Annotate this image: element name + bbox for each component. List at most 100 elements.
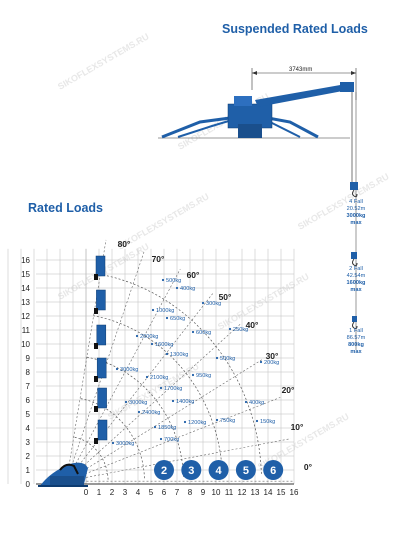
angle-label: 60° bbox=[187, 270, 200, 280]
boom-joint bbox=[94, 376, 98, 382]
boom-sections bbox=[94, 255, 108, 444]
svg-text:20.52m: 20.52m bbox=[347, 206, 366, 212]
x-tick-label: 3 bbox=[123, 488, 128, 497]
load-point bbox=[115, 367, 119, 371]
svg-text:1 Fall: 1 Fall bbox=[349, 328, 363, 334]
load-point bbox=[215, 356, 219, 360]
boom-joint bbox=[94, 343, 98, 349]
y-tick-label: 16 bbox=[21, 256, 30, 265]
boom-section-circle bbox=[263, 460, 284, 480]
x-tick-label: 13 bbox=[251, 488, 260, 497]
y-tick-label: 9 bbox=[26, 354, 31, 363]
x-tick-label: 6 bbox=[162, 488, 167, 497]
y-tick-label: 11 bbox=[22, 326, 31, 335]
boom-joint bbox=[94, 308, 98, 314]
load-point bbox=[215, 418, 219, 422]
boom-section-circle bbox=[235, 460, 256, 480]
angle-labels: 80°70°60°50°40°30°20°10°0° bbox=[118, 239, 313, 472]
angle-ray bbox=[66, 293, 213, 482]
y-tick-label: 13 bbox=[21, 298, 30, 307]
load-label: 600kg bbox=[196, 330, 211, 336]
load-point bbox=[159, 386, 163, 390]
y-tick-label: 8 bbox=[26, 368, 31, 377]
load-point bbox=[135, 334, 139, 338]
x-tick-label: 8 bbox=[188, 488, 193, 497]
y-tick-label: 6 bbox=[26, 396, 31, 405]
load-label: 650kg bbox=[170, 316, 185, 322]
boom-section bbox=[95, 255, 106, 277]
load-point bbox=[161, 278, 165, 282]
boom-section-circle bbox=[181, 460, 202, 480]
load-point bbox=[145, 375, 149, 379]
reach-dimension-label: 3743mm bbox=[289, 67, 312, 73]
load-label: 150kg bbox=[260, 419, 275, 425]
load-label: 3000kg bbox=[120, 367, 138, 373]
angle-label: 0° bbox=[304, 462, 313, 472]
x-tick-label: 4 bbox=[136, 488, 141, 497]
watermark-text: SIKOFLEXSYSTEMS.RU bbox=[56, 31, 151, 91]
load-label: 3000kg bbox=[129, 400, 147, 406]
load-point bbox=[151, 308, 155, 312]
load-label: 300kg bbox=[206, 301, 221, 307]
svg-text:800kg: 800kg bbox=[348, 342, 364, 348]
load-label: 2000kg bbox=[140, 334, 158, 340]
load-point bbox=[165, 316, 169, 320]
load-label: 1700kg bbox=[164, 386, 182, 392]
load-label: 1200kg bbox=[188, 420, 206, 426]
radius-arcs bbox=[73, 274, 262, 480]
rated-loads-title: Rated Loads bbox=[28, 201, 103, 215]
load-point bbox=[183, 420, 187, 424]
fall-label-4: 4 Fall 20.52m 3000kg max bbox=[347, 199, 367, 226]
boom-section bbox=[97, 387, 107, 409]
load-point bbox=[171, 399, 175, 403]
load-label: 400kg bbox=[249, 400, 264, 406]
load-point bbox=[150, 342, 154, 346]
load-point bbox=[153, 425, 157, 429]
y-tick-label: 1 bbox=[26, 466, 31, 475]
load-point bbox=[191, 330, 195, 334]
load-label: 1000kg bbox=[156, 308, 174, 314]
x-tick-label: 1 bbox=[97, 488, 102, 497]
watermark-text: SIKOFLEXSYSTEMS.RU bbox=[296, 171, 391, 231]
load-label: 1600kg bbox=[155, 342, 173, 348]
y-tick-label: 0 bbox=[26, 480, 31, 489]
load-point bbox=[137, 410, 141, 414]
svg-text:max: max bbox=[350, 287, 362, 293]
load-label: 500kg bbox=[166, 278, 181, 284]
load-label: 500kg bbox=[220, 356, 235, 362]
load-label: 250kg bbox=[233, 327, 248, 333]
load-point bbox=[244, 400, 248, 404]
svg-text:max: max bbox=[350, 349, 362, 355]
boom-joint bbox=[94, 274, 98, 280]
y-tick-label: 7 bbox=[26, 382, 31, 391]
svg-text:1600kg: 1600kg bbox=[347, 280, 367, 286]
fall-label-1: 1 Fall 86.57m 800kg max bbox=[347, 328, 366, 355]
svg-text:86.57m: 86.57m bbox=[347, 335, 366, 341]
angle-label: 40° bbox=[246, 320, 259, 330]
load-label: 1400kg bbox=[176, 399, 194, 405]
load-point bbox=[255, 419, 259, 423]
load-label: 3000kg bbox=[116, 441, 134, 447]
boom-section-circle bbox=[154, 460, 174, 480]
svg-text:3000kg: 3000kg bbox=[347, 213, 367, 219]
y-tick-label: 5 bbox=[26, 410, 31, 419]
boom-section-circle bbox=[208, 460, 229, 480]
load-point bbox=[201, 301, 205, 305]
x-tick-label: 15 bbox=[277, 488, 286, 497]
angle-label: 30° bbox=[266, 351, 279, 361]
angle-label: 80° bbox=[118, 239, 131, 249]
angle-label: 10° bbox=[291, 422, 304, 432]
x-tick-label: 5 bbox=[149, 488, 154, 497]
x-tick-label: 16 bbox=[290, 488, 299, 497]
boom-section bbox=[96, 357, 107, 379]
svg-text:4 Fall: 4 Fall bbox=[349, 199, 363, 205]
load-label: 200kg bbox=[264, 360, 279, 366]
svg-text:2 Fall: 2 Fall bbox=[349, 266, 363, 272]
x-tick-label: 10 bbox=[212, 488, 221, 497]
load-point bbox=[191, 373, 195, 377]
load-label: 1850kg bbox=[158, 425, 176, 431]
boom-joint bbox=[94, 438, 98, 444]
